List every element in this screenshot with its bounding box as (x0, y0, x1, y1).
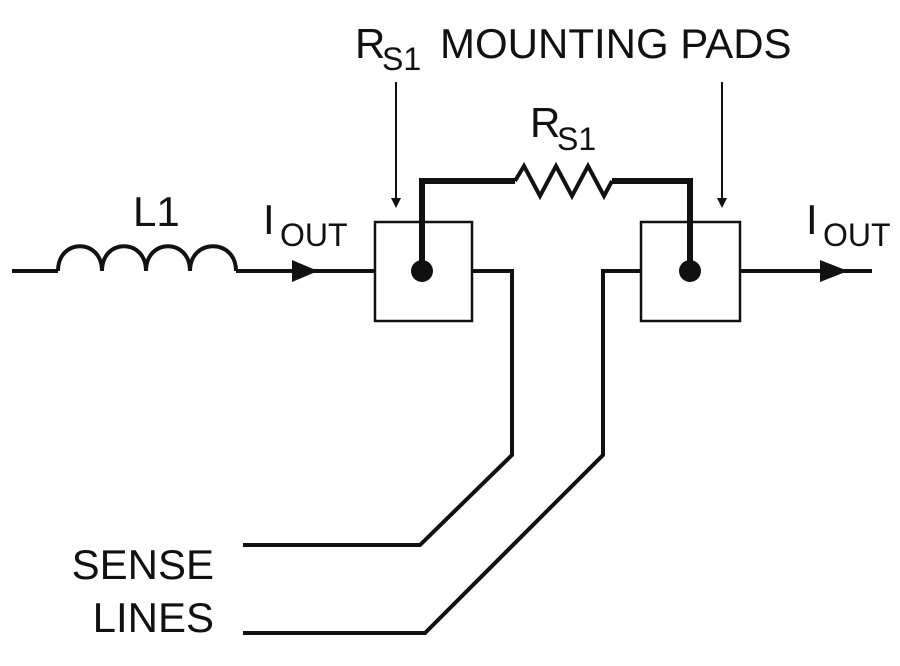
resistor-label-sub: S1 (557, 121, 596, 157)
iout-right-label-sub: OUT (823, 217, 891, 253)
sense-line-left (243, 269, 514, 547)
inductor-label: L1 (133, 188, 180, 235)
title-subscript: S1 (382, 41, 421, 77)
resistor-label-r: R (530, 99, 560, 146)
resistor-lead-left (419, 178, 515, 271)
sense-lines-label-1: SENSE (72, 541, 214, 588)
iout-left-label-sub: OUT (280, 217, 348, 253)
iout-right-label-i: I (806, 196, 818, 243)
sense-lines-label-2: LINES (93, 594, 214, 641)
title-r: R (355, 20, 385, 67)
inductor-coil (56, 244, 238, 272)
resistor-zigzag (513, 161, 614, 201)
sense-line-right (243, 269, 641, 635)
iout-right-arrow (820, 260, 848, 282)
resistor-lead-right (612, 178, 693, 271)
iout-left-arrow (292, 260, 318, 282)
title-text: MOUNTING PADS (440, 20, 792, 67)
iout-left-label-i: I (263, 196, 275, 243)
